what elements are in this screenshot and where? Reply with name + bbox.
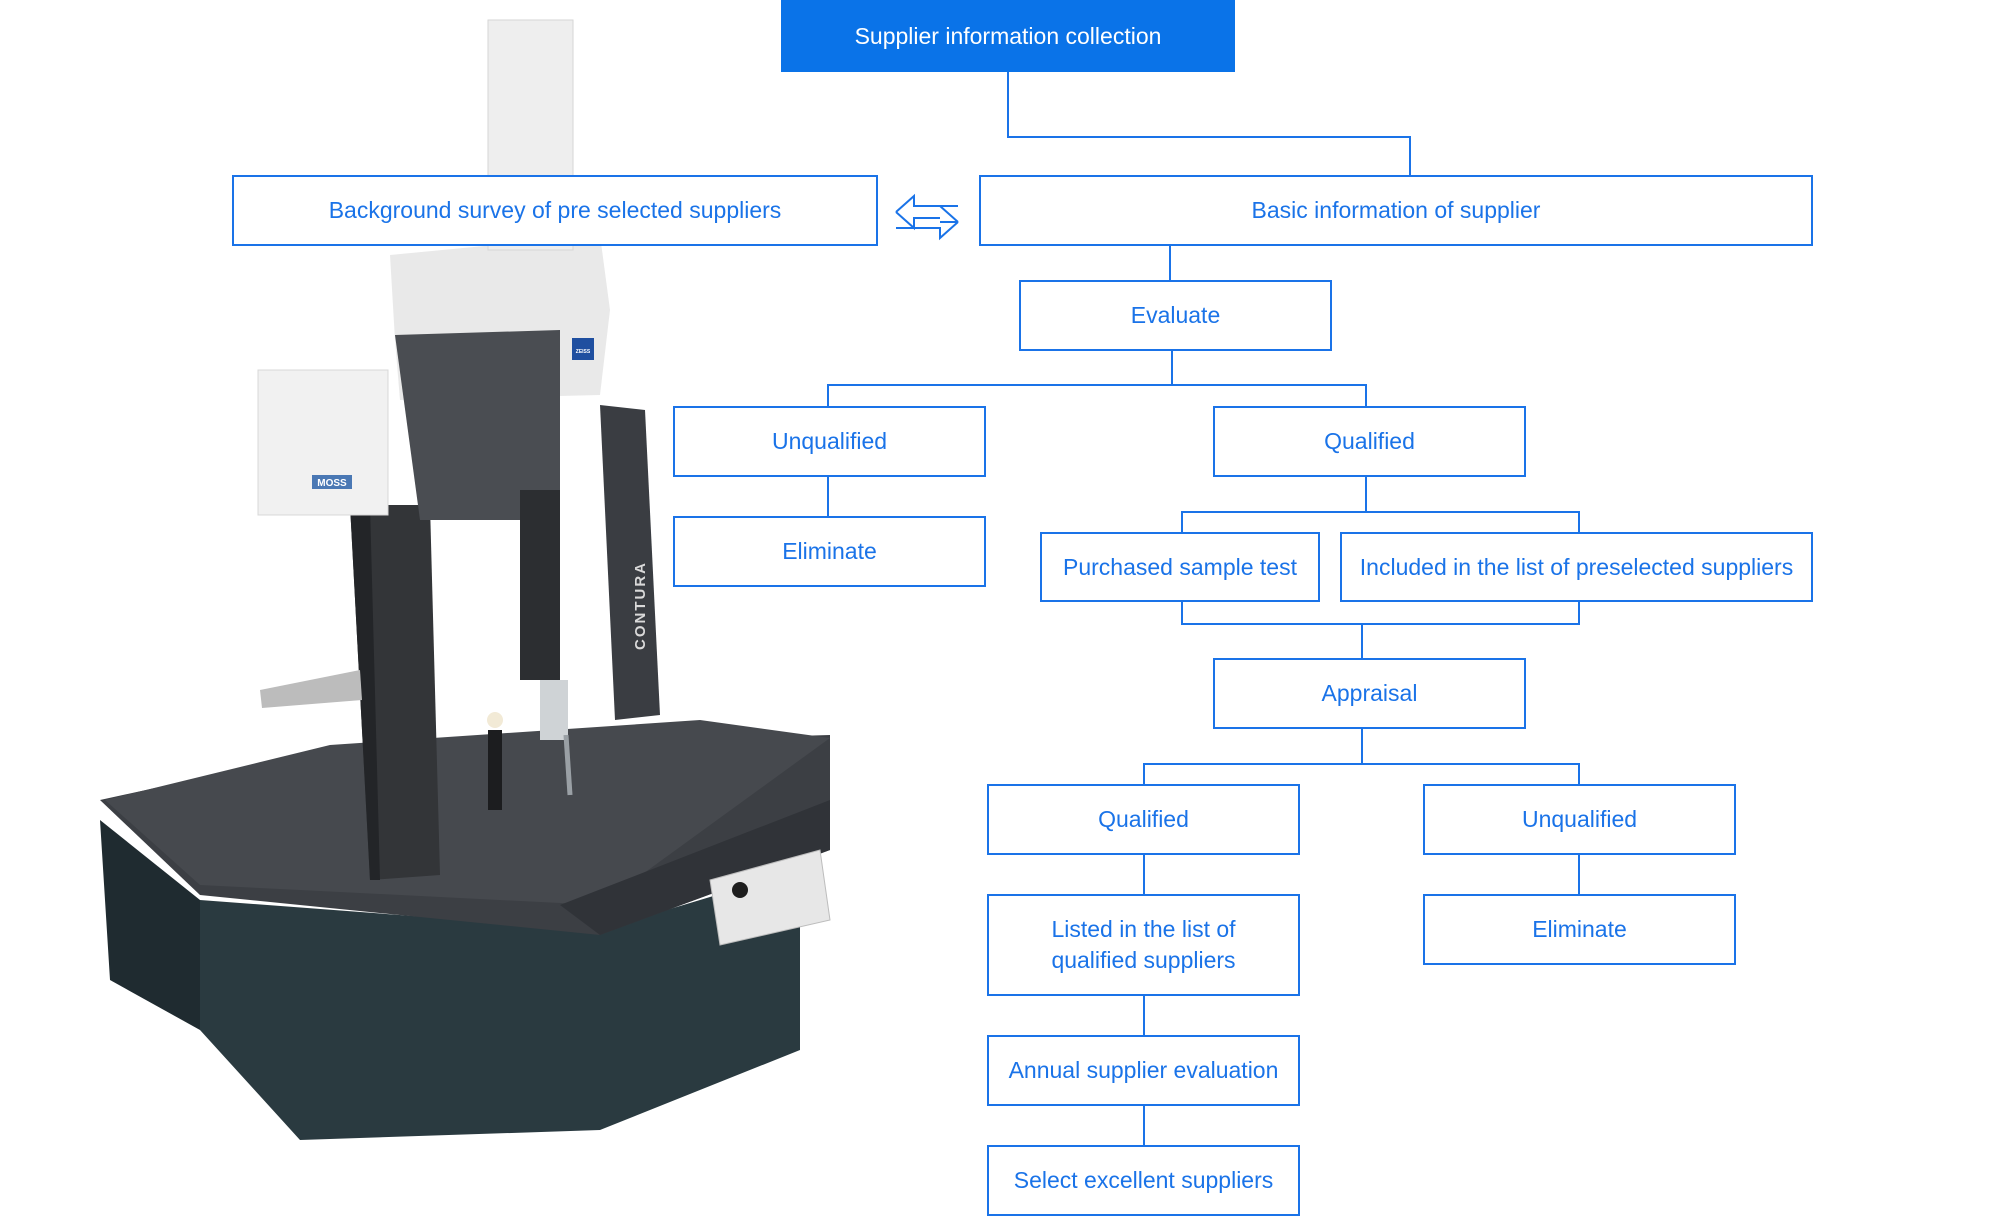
probe-stylus	[563, 734, 573, 796]
unqualified-box-1: Unqualified	[673, 406, 986, 477]
sensor-housing	[257, 369, 389, 516]
connector-appraisal-split	[1143, 729, 1580, 784]
background-survey-box: Background survey of pre selected suppli…	[232, 175, 878, 246]
sensor-label-bg	[312, 475, 352, 489]
granite-table	[100, 735, 830, 935]
calibration-sphere	[487, 712, 503, 728]
connector-qualified-split	[1181, 477, 1580, 532]
qualified-box-1: Qualified	[1213, 406, 1526, 477]
basic-information-box: Basic information of supplier	[979, 175, 1813, 246]
left-column	[350, 505, 440, 880]
probe-body	[540, 680, 568, 740]
eliminate-box-1: Eliminate	[673, 516, 986, 587]
eliminate-box-2: Eliminate	[1423, 894, 1736, 965]
annual-supplier-evaluation-box: Annual supplier evaluation	[987, 1035, 1300, 1106]
z-ram-lower	[520, 490, 560, 680]
connector-evaluate-split	[827, 351, 1367, 406]
column-label: CONTURA	[632, 561, 649, 650]
qualified-suppliers-list-box: Listed in the list of qualified supplier…	[987, 894, 1300, 996]
supplier-information-collection: Supplier information collection	[781, 0, 1235, 72]
unqualified-box-2: Unqualified	[1423, 784, 1736, 855]
bridge-carriage	[395, 330, 560, 520]
purchased-sample-test-box: Purchased sample test	[1040, 532, 1320, 602]
preselected-list-box: Included in the list of preselected supp…	[1340, 532, 1813, 602]
select-excellent-suppliers-box: Select excellent suppliers	[987, 1145, 1300, 1216]
connector-merge-to-appraisal	[1181, 602, 1580, 658]
evaluate-box: Evaluate	[1019, 280, 1332, 351]
qualified-box-2: Qualified	[987, 784, 1300, 855]
pendant-joystick	[732, 882, 748, 898]
sensor-label: MOSS	[317, 478, 347, 489]
granite-table-top	[105, 720, 830, 905]
control-pendant	[709, 849, 831, 946]
machine-base-side	[100, 820, 200, 1030]
brand-badge: ZEISS	[576, 349, 591, 355]
double-arrow-icon	[895, 193, 959, 241]
bridge-beam	[390, 235, 610, 400]
granite-table-edge	[560, 800, 830, 935]
right-column	[600, 405, 660, 720]
connector-header-to-basic	[1007, 72, 1411, 175]
fixture-arm	[260, 670, 362, 708]
sphere-stand	[488, 730, 502, 810]
left-column-shade	[350, 505, 380, 880]
appraisal-box: Appraisal	[1213, 658, 1526, 729]
machine-base	[200, 870, 800, 1140]
brand-badge-bg	[572, 338, 594, 360]
